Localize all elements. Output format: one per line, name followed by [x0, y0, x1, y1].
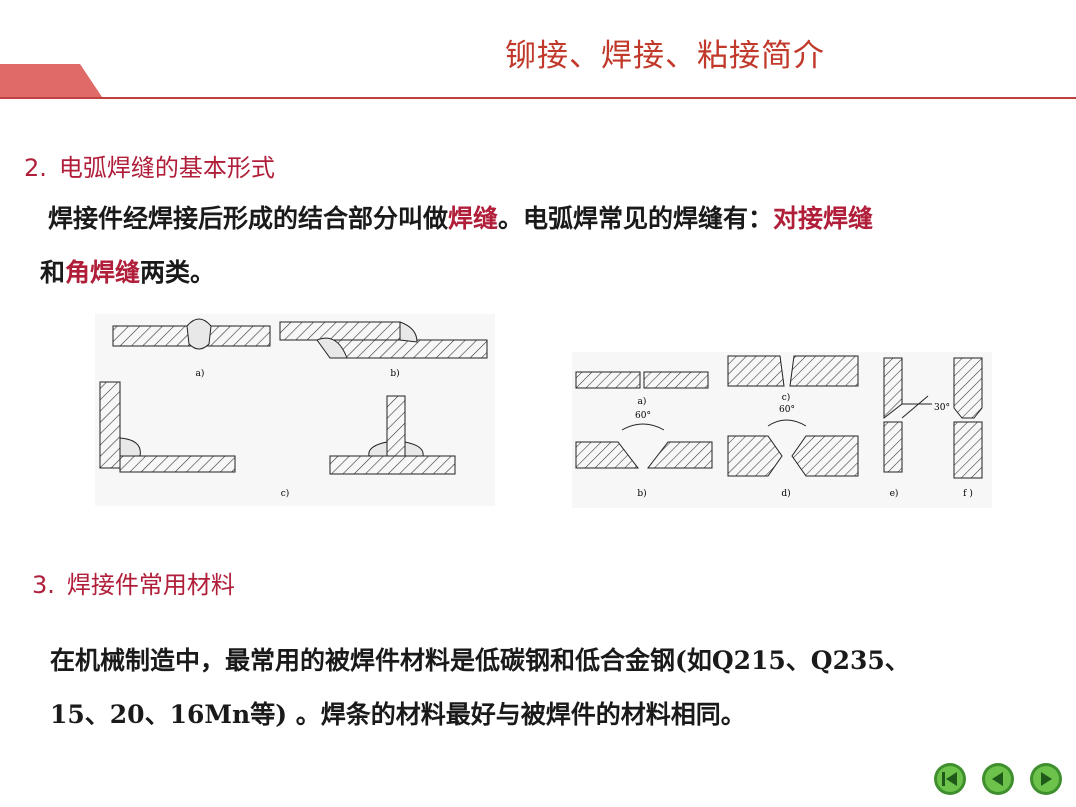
fig-right-label-c: c) — [782, 392, 791, 403]
previous-page-button[interactable] — [981, 762, 1015, 796]
fig-right-label-b: b) — [637, 488, 646, 499]
para-text: 两类。 — [140, 258, 216, 287]
fig-right-angle-e: 30° — [934, 403, 950, 413]
fig-left-label-c: c) — [281, 488, 290, 499]
fig-left-label-b: b) — [390, 368, 399, 379]
section-3-line-2: 15、20、16Mn等) 。焊条的材料最好与被焊件的材料相同。 — [50, 700, 746, 729]
section-2-number: 2. — [24, 154, 47, 182]
next-page-icon — [1041, 772, 1052, 786]
fig-right-label-e: e) — [890, 488, 899, 499]
section-3-heading: 3. 焊接件常用材料 — [32, 565, 235, 600]
first-page-icon — [942, 772, 957, 786]
section-2-line-1: 焊接件经焊接后形成的结合部分叫做焊缝。电弧焊常见的焊缝有：对接焊缝 — [48, 192, 1048, 246]
section-2-line-2: 和角焊缝两类。 — [40, 246, 1040, 300]
term-butt-weld: 对接焊缝 — [773, 204, 874, 233]
fig-right-angle-d: 60° — [779, 405, 795, 415]
term-weld: 焊缝 — [448, 204, 499, 233]
fig-left-label-a: a) — [196, 368, 205, 379]
figure-butt-welds: a) 60° b) c) 60° d) 30° e) f ) — [572, 352, 992, 508]
section-3-number: 3. — [32, 571, 55, 599]
fig-right-label-a: a) — [638, 396, 647, 407]
next-page-button[interactable] — [1029, 762, 1063, 796]
page-title: 铆接、焊接、粘接简介 — [505, 38, 825, 74]
previous-page-icon — [992, 772, 1003, 786]
fig-right-label-d: d) — [781, 488, 790, 499]
section-2-heading: 2. 电弧焊缝的基本形式 — [24, 148, 275, 183]
first-page-button[interactable] — [933, 762, 967, 796]
section-3-title: 焊接件常用材料 — [66, 571, 235, 599]
fig-right-label-f: f ) — [963, 488, 973, 499]
para-text: 和 — [40, 258, 66, 287]
header-divider — [0, 97, 1076, 99]
figure-fillet-welds: a) b) c) — [95, 314, 495, 506]
para-text: 焊接件经焊接后形成的结合部分叫做 — [48, 204, 449, 233]
section-3-line-1: 在机械制造中，最常用的被焊件材料是低碳钢和低合金钢(如Q215、Q235、 — [50, 646, 910, 675]
header-accent-tab — [0, 64, 102, 97]
fig-right-angle-b: 60° — [635, 411, 651, 421]
section-2-title: 电弧焊缝的基本形式 — [58, 154, 275, 182]
term-fillet-weld: 角焊缝 — [65, 258, 141, 287]
para-text: 。电弧焊常见的焊缝有： — [498, 204, 774, 233]
